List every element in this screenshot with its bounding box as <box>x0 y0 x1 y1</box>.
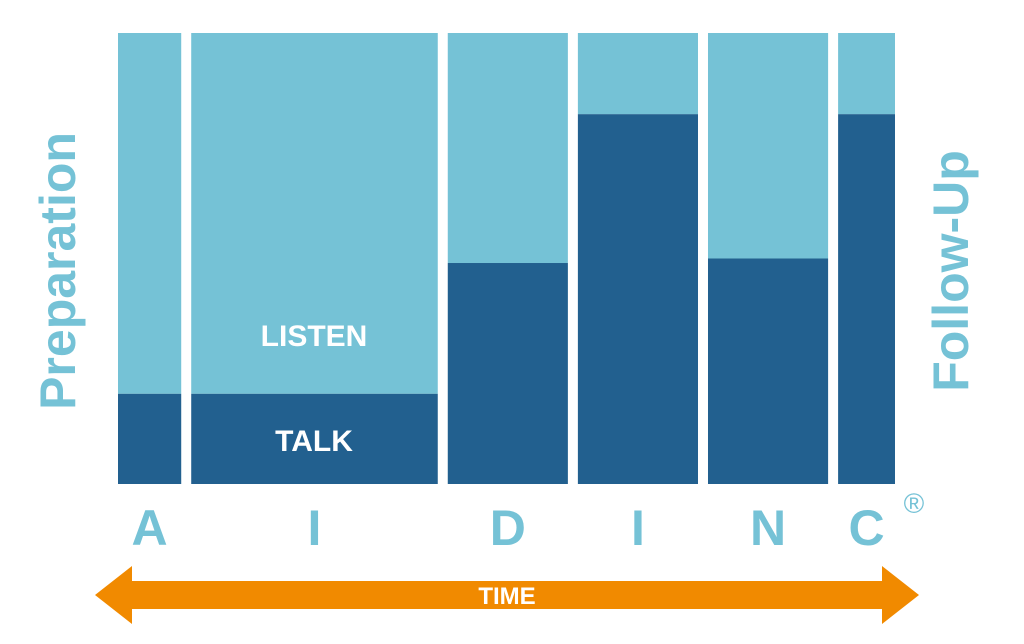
category-letter-2: I <box>308 500 322 556</box>
bar-1-talk <box>118 393 182 484</box>
bar-1-listen <box>118 33 182 394</box>
bar-5-listen <box>707 33 829 259</box>
registered-mark: ® <box>904 488 925 519</box>
bar-3-talk <box>447 263 568 484</box>
bar-6-listen <box>838 33 895 115</box>
time-label: TIME <box>478 583 535 610</box>
category-letter-4: I <box>631 500 645 556</box>
category-letter-5: N <box>750 500 786 556</box>
category-letter-1: A <box>132 500 168 556</box>
bar-4-listen <box>577 33 698 115</box>
follow-up-label: Follow-Up <box>923 150 979 392</box>
time-arrow <box>95 566 919 624</box>
bar-4-talk <box>577 114 698 485</box>
preparation-label: Preparation <box>30 132 86 410</box>
listen-label: LISTEN <box>261 320 368 353</box>
bar-2-talk <box>191 393 438 484</box>
category-letter-3: D <box>490 500 526 556</box>
bar-6-talk <box>838 114 895 485</box>
bar-2-listen <box>191 33 438 394</box>
bar-3-listen <box>447 33 568 264</box>
bars-group <box>118 33 895 485</box>
bar-5-talk <box>707 258 829 484</box>
talk-label: TALK <box>275 425 353 458</box>
category-letter-6: C <box>848 500 884 556</box>
